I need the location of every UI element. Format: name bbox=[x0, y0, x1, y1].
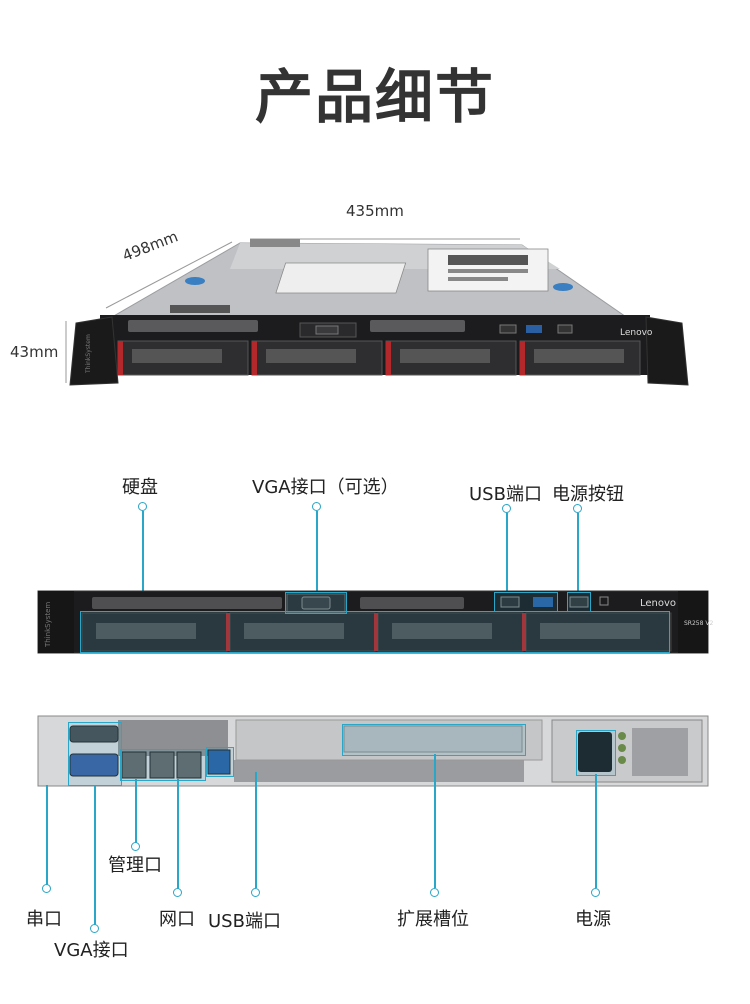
svg-text:Lenovo: Lenovo bbox=[620, 328, 653, 338]
hdd-callout-dot bbox=[138, 502, 147, 511]
mgmt-callout-line bbox=[135, 779, 137, 843]
serial-label: 串口 bbox=[26, 909, 62, 930]
usb-front-callout-line bbox=[506, 513, 508, 591]
power-supply-highlight bbox=[576, 730, 616, 776]
width-dimension-label: 435mm bbox=[346, 202, 404, 220]
hdd-bay-highlight bbox=[80, 611, 670, 653]
power-button-highlight bbox=[567, 592, 591, 612]
power-label: 电源 bbox=[575, 909, 611, 930]
vga-rear-callout-dot bbox=[90, 924, 99, 933]
expansion-callout-dot bbox=[430, 888, 439, 897]
hdd-callout-line bbox=[142, 511, 144, 611]
vga-front-highlight bbox=[285, 592, 347, 614]
height-dimension-label: 43mm bbox=[10, 343, 59, 361]
svg-text:ThinkSystem: ThinkSystem bbox=[85, 334, 92, 374]
expansion-label: 扩展槽位 bbox=[397, 909, 469, 930]
net-callout-line bbox=[177, 779, 179, 889]
front-brand-text: Lenovo bbox=[640, 598, 676, 609]
server-rear-panel bbox=[37, 715, 709, 787]
vga-front-callout-line bbox=[316, 511, 318, 591]
mgmt-label: 管理口 bbox=[108, 855, 162, 876]
server-front-panel: ThinkSystem Lenovo SR258 V2 bbox=[37, 590, 713, 654]
power-callout-dot bbox=[591, 888, 600, 897]
expansion-slot-highlight bbox=[342, 724, 526, 756]
svg-text:ThinkSystem: ThinkSystem bbox=[44, 602, 52, 648]
usb-rear-label: USB端口 bbox=[208, 911, 281, 932]
vga-rear-callout-line bbox=[94, 785, 96, 925]
usb-rear-callout-line bbox=[255, 772, 257, 888]
svg-text:SR258 V2: SR258 V2 bbox=[684, 620, 713, 627]
vga-front-label: VGA接口（可选） bbox=[252, 477, 399, 498]
power-callout-line bbox=[595, 774, 597, 888]
power-button-callout-dot bbox=[573, 504, 582, 513]
serial-vga-highlight bbox=[68, 722, 122, 786]
vga-front-callout-dot bbox=[312, 502, 321, 511]
network-ports-highlight bbox=[120, 749, 206, 781]
hdd-label: 硬盘 bbox=[122, 477, 158, 498]
vga-rear-label: VGA接口 bbox=[54, 940, 129, 961]
power-button-label: 电源按钮 bbox=[552, 484, 624, 505]
usb-front-label: USB端口 bbox=[469, 484, 542, 505]
usb-rear-callout-dot bbox=[251, 888, 260, 897]
net-label: 网口 bbox=[159, 909, 195, 930]
serial-callout-dot bbox=[42, 884, 51, 893]
serial-callout-line bbox=[46, 785, 48, 885]
net-callout-dot bbox=[173, 888, 182, 897]
page-title: 产品细节 bbox=[254, 63, 495, 131]
server-isometric-illustration: ThinkSystem Lenovo bbox=[65, 238, 689, 386]
mgmt-callout-dot bbox=[131, 842, 140, 851]
usb-front-callout-dot bbox=[502, 504, 511, 513]
expansion-callout-line bbox=[434, 754, 436, 888]
power-button-callout-line bbox=[577, 513, 579, 591]
usb-front-highlight bbox=[494, 592, 558, 612]
usb-rear-highlight bbox=[206, 747, 234, 777]
